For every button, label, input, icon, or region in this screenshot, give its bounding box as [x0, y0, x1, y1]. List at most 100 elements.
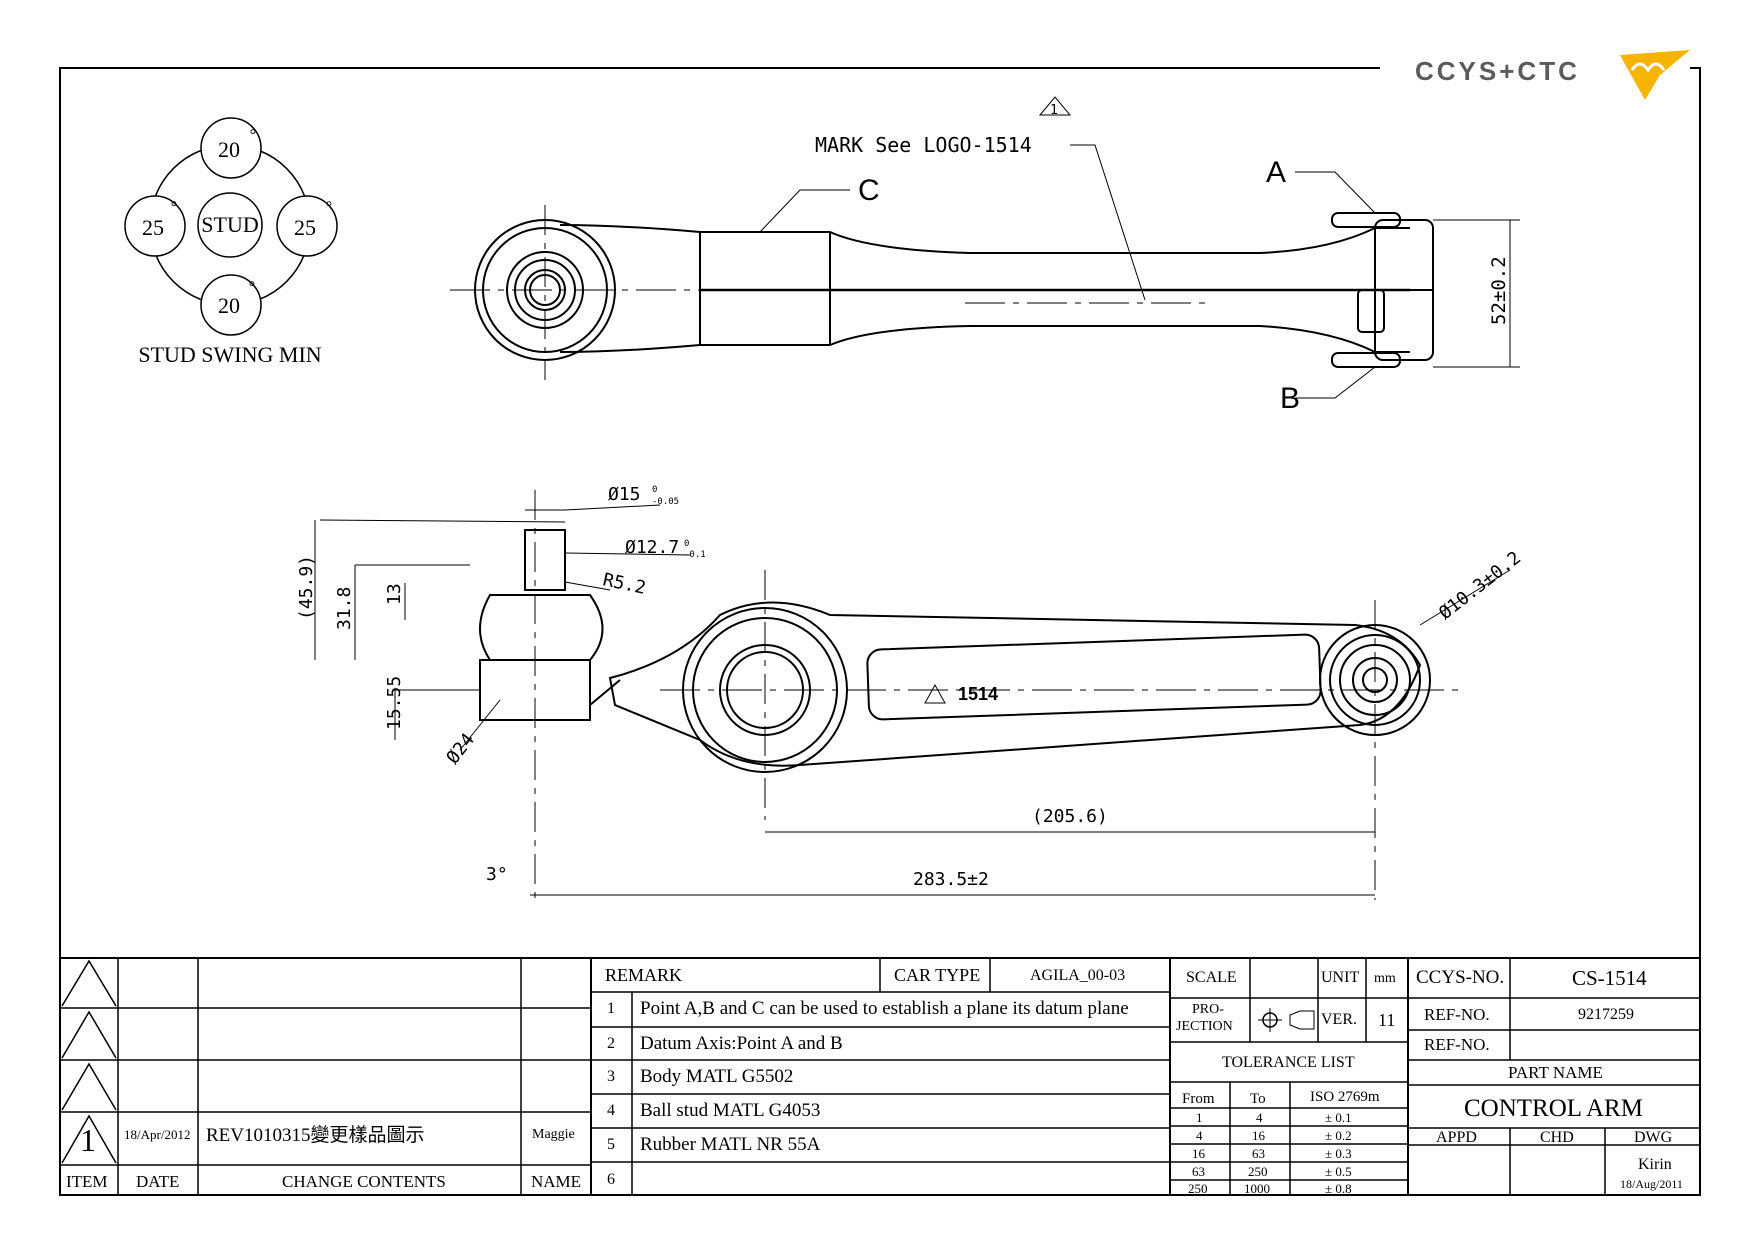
rev-item: 1 [80, 1122, 96, 1158]
part-name-label: PART NAME [1508, 1063, 1603, 1082]
ref-no-label: REF-NO. [1424, 1005, 1490, 1024]
stud-right-deg: ° [326, 199, 332, 216]
ver-value: 11 [1378, 1010, 1396, 1030]
frame [59, 67, 1701, 1196]
rev-date: 18/Apr/2012 [124, 1127, 191, 1142]
dim-r52: R5.2 [601, 569, 648, 599]
tol-from-4: 63 [1192, 1164, 1205, 1179]
tol-to-3: 63 [1252, 1146, 1265, 1161]
tol-to-2: 16 [1252, 1128, 1265, 1143]
chd-label: CHD [1540, 1129, 1574, 1146]
scale-label: SCALE [1186, 969, 1237, 986]
dwg-label: DWG [1634, 1129, 1673, 1146]
header-name: NAME [531, 1172, 582, 1191]
projection-label-2: JECTION [1176, 1019, 1233, 1034]
tol-val-4: ± 0.5 [1325, 1164, 1352, 1179]
tol-val-3: ± 0.3 [1325, 1146, 1352, 1161]
remark-text-2: Datum Axis:Point A and B [640, 1033, 843, 1054]
unit-value: mm [1374, 971, 1396, 986]
remark-no-3: 3 [607, 1068, 615, 1085]
appd-label: APPD [1436, 1129, 1477, 1146]
tolerance-title: TOLERANCE LIST [1222, 1054, 1355, 1071]
stud-swing-diagram [124, 117, 338, 336]
stud-top-deg: ° [250, 127, 256, 144]
tol-to-5: 1000 [1244, 1181, 1270, 1196]
stud-bottom-deg: ° [249, 279, 255, 296]
stud-swing-title: STUD SWING MIN [138, 342, 321, 367]
unit-label: UNIT [1321, 969, 1360, 986]
remark-no-1: 1 [607, 1000, 615, 1017]
ref-no-label-2: REF-NO. [1424, 1035, 1490, 1054]
dwg-date: 18/Aug/2011 [1620, 1177, 1683, 1191]
remark-text-5: Rubber MATL NR 55A [640, 1134, 821, 1155]
stud-right-angle: 25 [294, 215, 316, 240]
tol-from-1: 1 [1196, 1110, 1203, 1125]
dwg-by: Kirin [1638, 1156, 1672, 1173]
tol-from-2: 4 [1196, 1128, 1203, 1143]
tol-val-5: ± 0.8 [1325, 1181, 1352, 1196]
dim-52: 52±0.2 [1488, 256, 1510, 325]
ref-no-value: 9217259 [1578, 1006, 1634, 1023]
dim-d127: Ø12.7 [625, 537, 679, 558]
dim-2835: 283.5±2 [913, 869, 989, 890]
ver-label: VER. [1321, 1011, 1357, 1028]
remark-label: REMARK [605, 965, 683, 985]
stud-top-angle: 20 [218, 137, 240, 162]
dim-d15: Ø15 [608, 484, 641, 505]
projection-label-1: PRO- [1192, 1002, 1224, 1017]
dim-1555: 15.55 [384, 676, 405, 730]
remark-no-2: 2 [607, 1035, 615, 1052]
dim-459: (45.9) [296, 555, 317, 620]
mark-note: MARK See LOGO-1514 [815, 133, 1032, 157]
rev-contents: REV1010315變更樣品圖示 [206, 1125, 425, 1146]
remark-text-1: Point A,B and C can be used to establish… [640, 998, 1129, 1019]
tol-val-2: ± 0.2 [1325, 1128, 1352, 1143]
remark-no-6: 6 [607, 1171, 615, 1188]
header-contents: CHANGE CONTENTS [282, 1172, 446, 1191]
rev-name: Maggie [532, 1127, 575, 1142]
dim-3deg: 3° [486, 864, 508, 885]
tol-to-4: 250 [1248, 1164, 1268, 1179]
dim-13: 13 [384, 583, 405, 605]
dim-318: 31.8 [334, 587, 355, 630]
logo-text: CCYS+CTC [1415, 56, 1580, 86]
front-view [314, 490, 1511, 900]
label-b: B [1280, 382, 1300, 415]
remark-text-4: Ball stud MATL G4053 [640, 1100, 821, 1121]
logo-mark-1514: 1514 [958, 684, 998, 704]
stud-left-deg: ° [171, 199, 177, 216]
remark-text-3: Body MATL G5502 [640, 1066, 794, 1087]
stud-left-angle: 25 [142, 215, 164, 240]
title-block-grid [60, 957, 1700, 1195]
dim-d127-tol-top: 0 [684, 539, 689, 549]
dim-2056: (205.6) [1032, 806, 1108, 827]
tol-from-5: 250 [1188, 1181, 1208, 1196]
dim-d127-tol-bot: -0.1 [684, 550, 706, 560]
stud-bottom-angle: 20 [218, 293, 240, 318]
part-name-value: CONTROL ARM [1464, 1095, 1643, 1122]
remark-no-4: 4 [607, 1102, 615, 1119]
tol-header-iso: ISO 2769m [1310, 1089, 1380, 1105]
tol-val-1: ± 0.1 [1325, 1110, 1352, 1125]
header-item: ITEM [66, 1172, 108, 1191]
label-a: A [1266, 156, 1286, 189]
dim-d103: Ø10.3±0.2 [1435, 547, 1525, 624]
dim-d15-tol-top: 0 [652, 485, 657, 495]
tol-header-from: From [1182, 1091, 1215, 1107]
stud-circle [197, 192, 263, 258]
ccys-no-value: CS-1514 [1572, 966, 1647, 990]
tol-to-1: 4 [1256, 1110, 1263, 1125]
top-view [450, 96, 1520, 399]
car-type-value: AGILA_00-03 [1030, 967, 1126, 984]
company-logo: CCYS+CTC [1415, 50, 1690, 100]
ccys-no-label: CCYS-NO. [1416, 967, 1505, 988]
dim-d15-tol-bot: -0.05 [652, 497, 679, 507]
dim-d24: Ø24 [442, 730, 479, 769]
car-type-label: CAR TYPE [894, 965, 981, 985]
tol-from-3: 16 [1192, 1146, 1205, 1161]
tol-header-to: To [1250, 1091, 1266, 1107]
rev-flag-top: 1 [1050, 103, 1058, 118]
remark-no-5: 5 [607, 1136, 615, 1153]
header-date: DATE [136, 1172, 180, 1191]
